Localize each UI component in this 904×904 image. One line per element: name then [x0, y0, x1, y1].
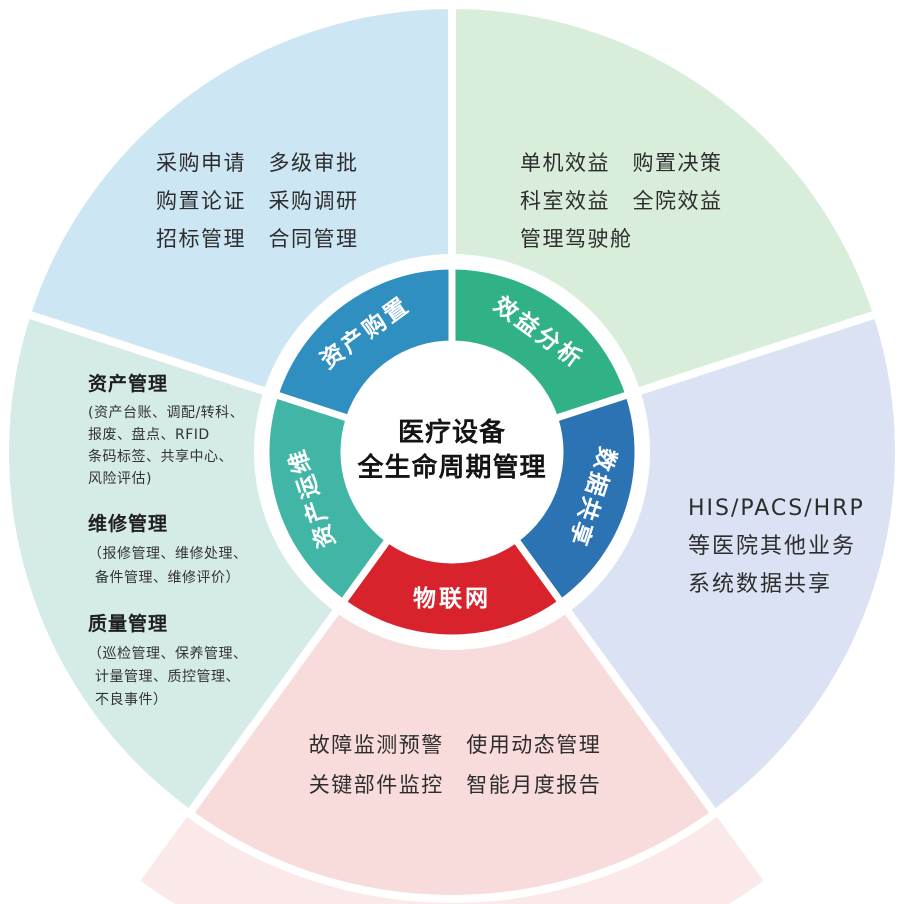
iot-text-block: 故障监测预警 使用动态管理 关键部件监控 智能月度报告: [309, 733, 602, 797]
operations-group2-detail-1: （报修管理、维修处理、: [88, 546, 248, 562]
operations-group1-detail-2: 报废、盘点、RFID: [88, 426, 210, 443]
benefit-line-1: 单机效益 购置决策: [520, 151, 723, 175]
data-sharing-line-1: HIS/PACS/HRP: [688, 496, 865, 521]
sector-iot: [183, 445, 721, 903]
benefit-line-3: 管理驾驶舱: [520, 227, 633, 251]
center-title-line2: 全生命周期管理: [356, 452, 546, 483]
operations-group1-detail-1: (资产台账、调配/转科、: [88, 405, 244, 421]
iot-line-2: 关键部件监控 智能月度报告: [309, 773, 602, 797]
procurement-text-block: 采购申请 多级审批 购置论证 采购调研 招标管理 合同管理: [156, 151, 359, 251]
center-circle: [344, 344, 560, 560]
operations-group1-title: 资产管理: [88, 372, 168, 395]
data-sharing-text-block: HIS/PACS/HRP 等医院其他业务 系统数据共享: [688, 496, 865, 597]
data-sharing-line-3: 系统数据共享: [688, 572, 832, 597]
operations-group3-detail-3: 不良事件）: [95, 692, 168, 708]
center-title-line1: 医疗设备: [398, 417, 506, 448]
procurement-line-2: 购置论证 采购调研: [156, 189, 359, 213]
data-sharing-line-2: 等医院其他业务: [688, 534, 856, 559]
operations-text-block: 资产管理 (资产台账、调配/转科、 报废、盘点、RFID 条码标签、共享中心、 …: [88, 372, 248, 708]
operations-group1-detail-3: 条码标签、共享中心、: [88, 448, 233, 465]
operations-group3-detail-2: 计量管理、质控管理、: [95, 669, 240, 685]
procurement-line-3: 招标管理 合同管理: [156, 227, 359, 251]
operations-group1-detail-4: 风险评估): [88, 471, 152, 487]
operations-group2-detail-2: 备件管理、维修评价）: [95, 569, 240, 586]
iot-line-1: 故障监测预警 使用动态管理: [309, 733, 602, 757]
operations-group2-title: 维修管理: [88, 512, 168, 535]
procurement-line-1: 采购申请 多级审批: [156, 151, 359, 175]
benefit-text-block: 单机效益 购置决策 科室效益 全院效益 管理驾驶舱: [520, 151, 723, 251]
operations-group3-title: 质量管理: [88, 612, 168, 635]
operations-group3-detail-1: （巡检管理、保养管理、: [88, 646, 248, 662]
ring-label-iot: 物联网: [413, 585, 491, 612]
benefit-line-2: 科室效益 全院效益: [520, 189, 723, 213]
